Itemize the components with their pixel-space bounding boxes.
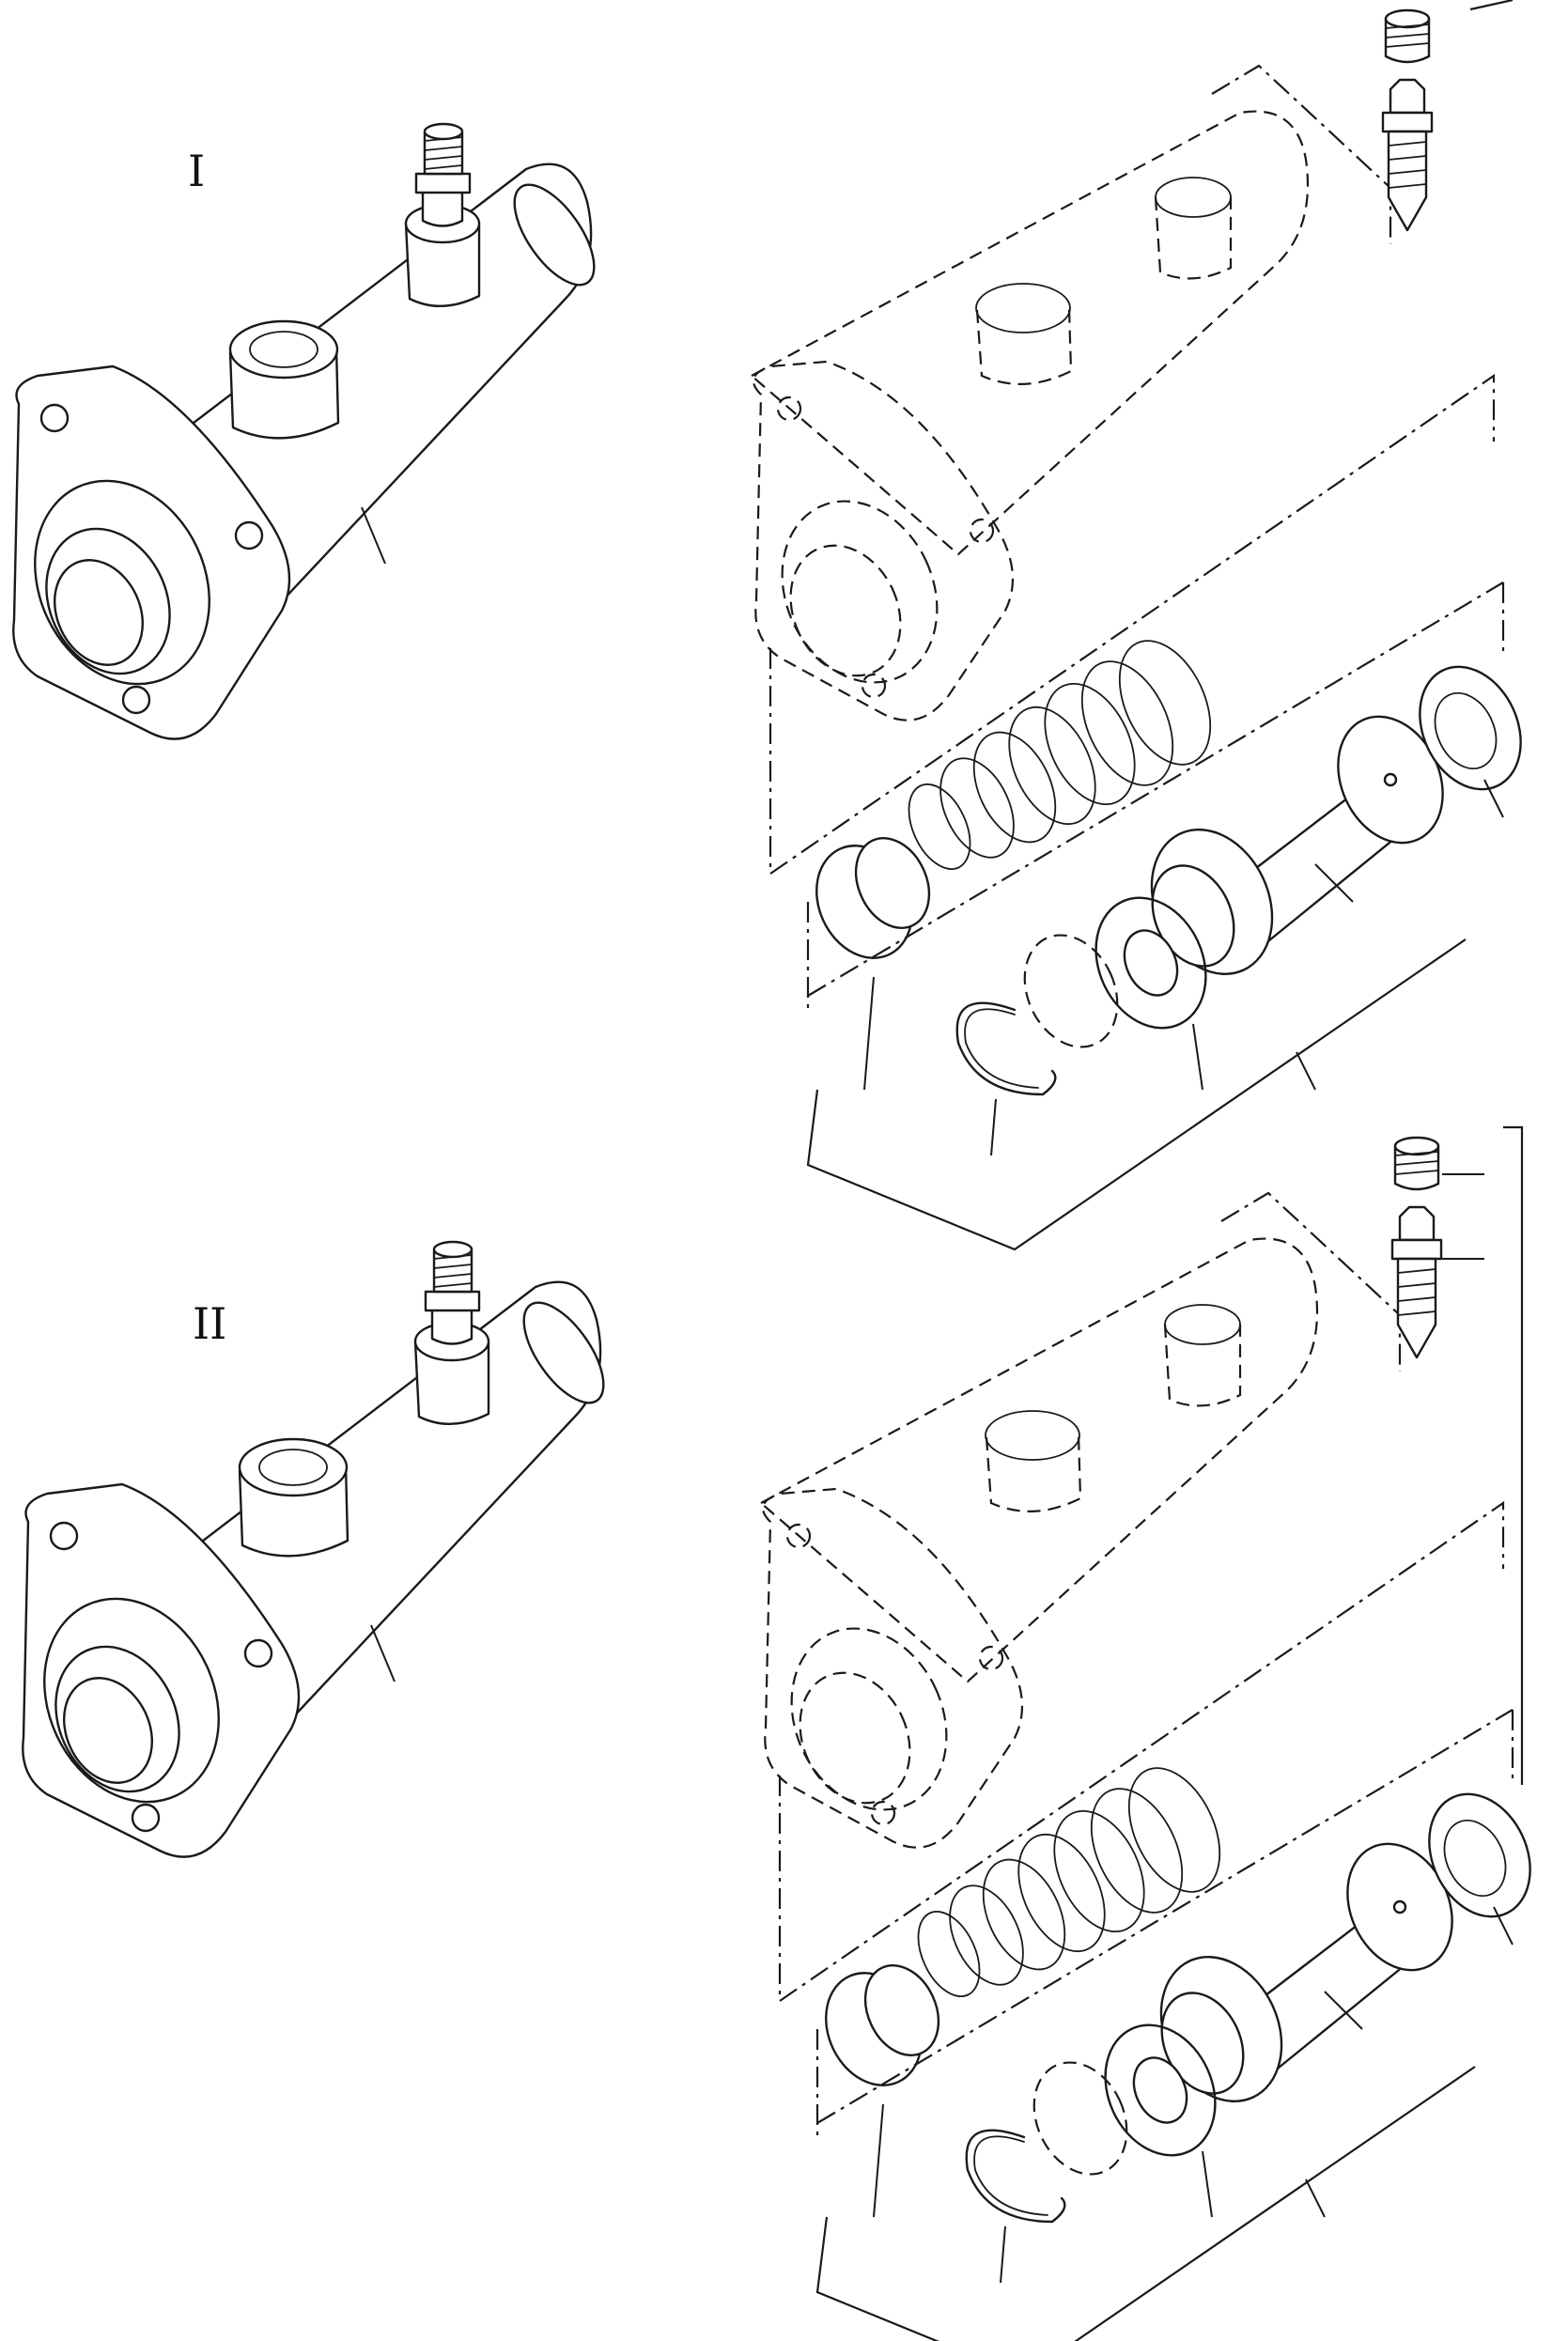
exploded-view-ii (759, 1136, 1551, 2341)
variant-label-ii: II (193, 1298, 226, 1349)
master-cylinder-body-icon (1, 122, 611, 740)
bracket-i (1469, 0, 1514, 11)
exploded-view-i (750, 8, 1542, 1251)
master-cylinder-body-icon (10, 1240, 620, 1858)
bracket-ii (1503, 1125, 1524, 1785)
variant-label-i: I (188, 146, 205, 196)
